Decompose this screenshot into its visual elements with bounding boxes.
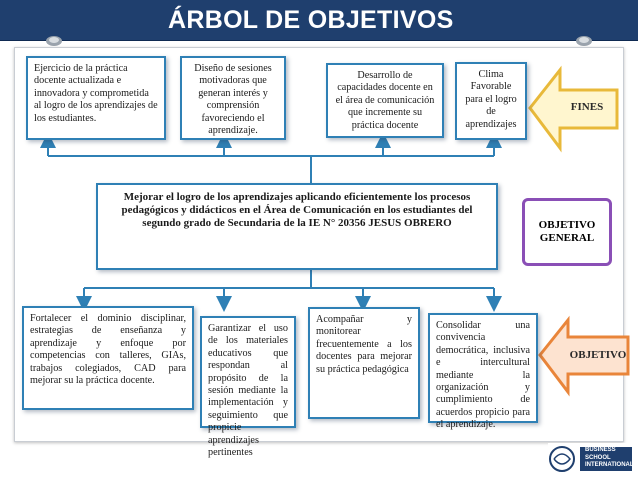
objetivo-text: Garantizar el uso de los materiales educ… — [208, 323, 288, 459]
general-objective-label: OBJETIVO GENERAL — [538, 219, 596, 244]
pin-icon — [46, 36, 62, 46]
business-school-logo-icon — [548, 443, 634, 475]
objetivo-box: Acompañar y monitorear frecuentemente a … — [308, 307, 420, 419]
fines-connectors — [40, 132, 502, 183]
objetivo-text: Fortalecer el dominio disciplinar, estra… — [30, 313, 186, 387]
objetivo-box: Consolidar una convivencia democrática, … — [428, 313, 538, 430]
objetivo-box: Garantizar el uso de los materiales educ… — [200, 316, 296, 458]
pin-icon — [576, 36, 592, 46]
objetivo-text: Acompañar y monitorear frecuentemente a … — [316, 314, 412, 375]
fin-box: Desarrollo de capacidades docente en el … — [326, 63, 444, 138]
fines-arrow-icon — [528, 65, 619, 153]
objetivo-text: Consolidar una convivencia democrática, … — [436, 320, 530, 431]
fin-box: Diseño de sesiones motivadoras que gener… — [180, 56, 286, 140]
slide-title: ÁRBOL DE OBJETIVOS — [168, 6, 454, 34]
fin-text: Ejercicio de la práctica docente actuali… — [34, 63, 158, 124]
fin-text: Desarrollo de capacidades docente en el … — [335, 70, 435, 131]
logo-text: BUSINESS SCHOOL INTERNATIONAL — [585, 447, 634, 468]
fin-box: Clima Favorable para el logro de aprendi… — [455, 62, 527, 140]
general-objective-box: Mejorar el logro de los aprendizajes apl… — [96, 183, 498, 270]
objetivo-arrow-icon — [538, 315, 630, 397]
general-objective-text: Mejorar el logro de los aprendizajes apl… — [121, 191, 473, 229]
objetivo-label: OBJETIVO — [569, 349, 627, 361]
fin-text: Diseño de sesiones motivadoras que gener… — [194, 63, 272, 137]
fin-box: Ejercicio de la práctica docente actuali… — [26, 56, 166, 140]
objetivo-box: Fortalecer el dominio disciplinar, estra… — [22, 306, 194, 410]
fin-text: Clima Favorable para el logro de aprendi… — [465, 69, 517, 130]
objetivo-connectors — [76, 270, 502, 312]
title-bar: ÁRBOL DE OBJETIVOS — [0, 0, 638, 41]
fines-label: FINES — [570, 101, 604, 113]
general-objective-label-box: OBJETIVO GENERAL — [522, 198, 612, 266]
